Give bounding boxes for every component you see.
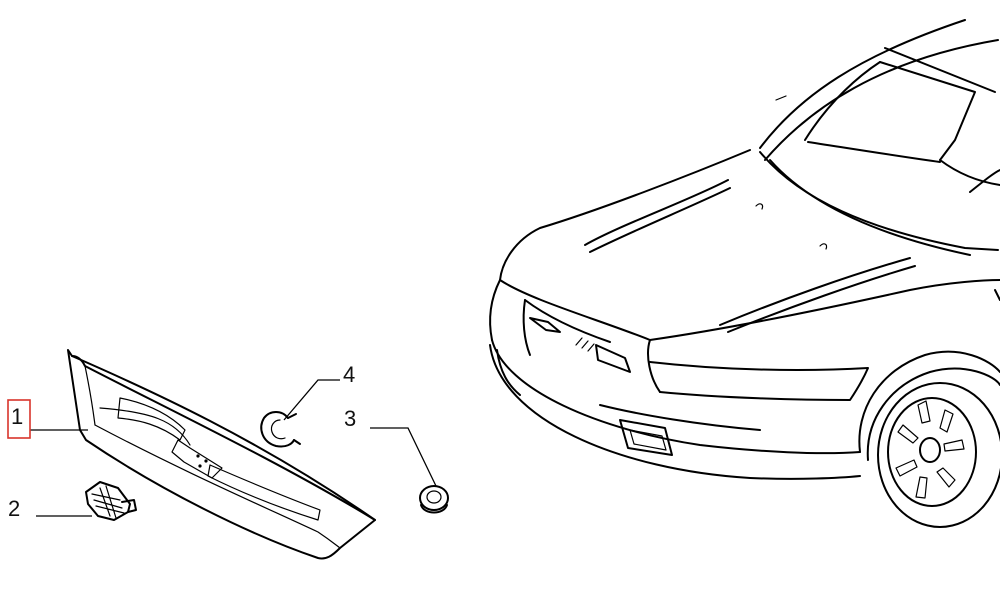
grille-hole-c — [198, 464, 202, 468]
car-headlight-right — [649, 361, 869, 401]
car-hood-clip-b — [819, 243, 828, 250]
grille-panel-slot-left — [117, 397, 186, 441]
leader-line-4 — [283, 379, 340, 421]
part-4-retaining-clip — [260, 411, 301, 448]
callout-1-highlight-box — [7, 399, 31, 439]
part-1-grille-panel — [67, 349, 376, 560]
car-side-trim — [994, 289, 1000, 301]
part-3-grommet — [419, 485, 449, 514]
car-illustration — [489, 19, 1000, 528]
car-wheel-spokes — [895, 400, 965, 499]
grommet-outer — [419, 485, 449, 511]
car-wheel-arch — [858, 350, 1000, 453]
car-windshield-top — [764, 39, 999, 161]
clip-tab — [121, 499, 137, 513]
car-headlight-left — [522, 299, 531, 356]
car-foglight — [619, 419, 673, 456]
callout-4-label: 4 — [343, 362, 355, 387]
retaining-clip-tips — [287, 413, 301, 445]
retaining-clip-ring — [260, 411, 295, 448]
grille-panel-outline — [67, 349, 376, 560]
callout-3-label: 3 — [344, 406, 356, 431]
car-wiper-line — [807, 141, 941, 163]
car-hood-crease-1 — [584, 179, 729, 246]
car-cowl-line — [759, 151, 999, 251]
car-hood-front-edge — [499, 149, 751, 281]
car-hood-clip-a — [755, 203, 764, 210]
car-rim — [887, 397, 977, 507]
car-tire — [877, 382, 1000, 528]
grommet-base — [420, 504, 448, 514]
car-roof-line — [759, 19, 966, 149]
grille-hole-a — [196, 454, 200, 458]
part-2-clip — [85, 481, 137, 521]
car-bumper-corner — [496, 349, 521, 396]
car-headlight-edge — [647, 339, 661, 393]
car-front-left-edge — [489, 279, 501, 341]
car-wheel-arch-inner — [866, 367, 1000, 461]
grille-hole-b — [204, 459, 208, 463]
car-windshield-edge — [884, 47, 996, 93]
car-badge — [575, 337, 595, 352]
car-hood-crease-2b — [727, 265, 916, 333]
leader-line-3 — [370, 427, 437, 487]
car-wheel-hub — [919, 437, 941, 463]
car-hood-crease-2 — [719, 257, 911, 326]
car-bumper-top — [491, 339, 861, 455]
car-wiper-arm — [969, 169, 1000, 193]
car-windshield-frame — [879, 61, 976, 161]
car-a-pillar — [804, 61, 881, 141]
grille-panel-top-edge — [71, 355, 376, 521]
grille-panel-bottom-rim — [94, 424, 341, 549]
clip-ridges — [91, 485, 125, 519]
car-cowl-inner — [769, 159, 971, 256]
car-hood-crease-1b — [589, 187, 731, 253]
car-grille-slot-left — [529, 317, 561, 333]
grille-panel-badge-mount — [171, 439, 223, 479]
grommet-inner — [426, 490, 442, 504]
callout-2-label: 2 — [8, 496, 20, 521]
callout-1-label: 1 — [11, 404, 23, 429]
car-grille-slot-right — [595, 344, 631, 373]
car-hood-rear-edge — [649, 279, 1000, 341]
grille-panel-contour — [99, 407, 191, 446]
car-hood-nose — [499, 279, 651, 341]
car-grille-top — [524, 299, 611, 343]
car-bumper-bottom — [489, 344, 861, 480]
car-bumper-crease — [599, 404, 761, 431]
car-mirror — [775, 95, 787, 101]
retaining-clip-inner — [270, 419, 286, 440]
car-foglight-inner — [629, 429, 667, 451]
grille-panel-left-edge — [84, 365, 96, 426]
car-windshield-base — [939, 159, 1000, 186]
grille-panel-slot-right — [207, 464, 321, 521]
